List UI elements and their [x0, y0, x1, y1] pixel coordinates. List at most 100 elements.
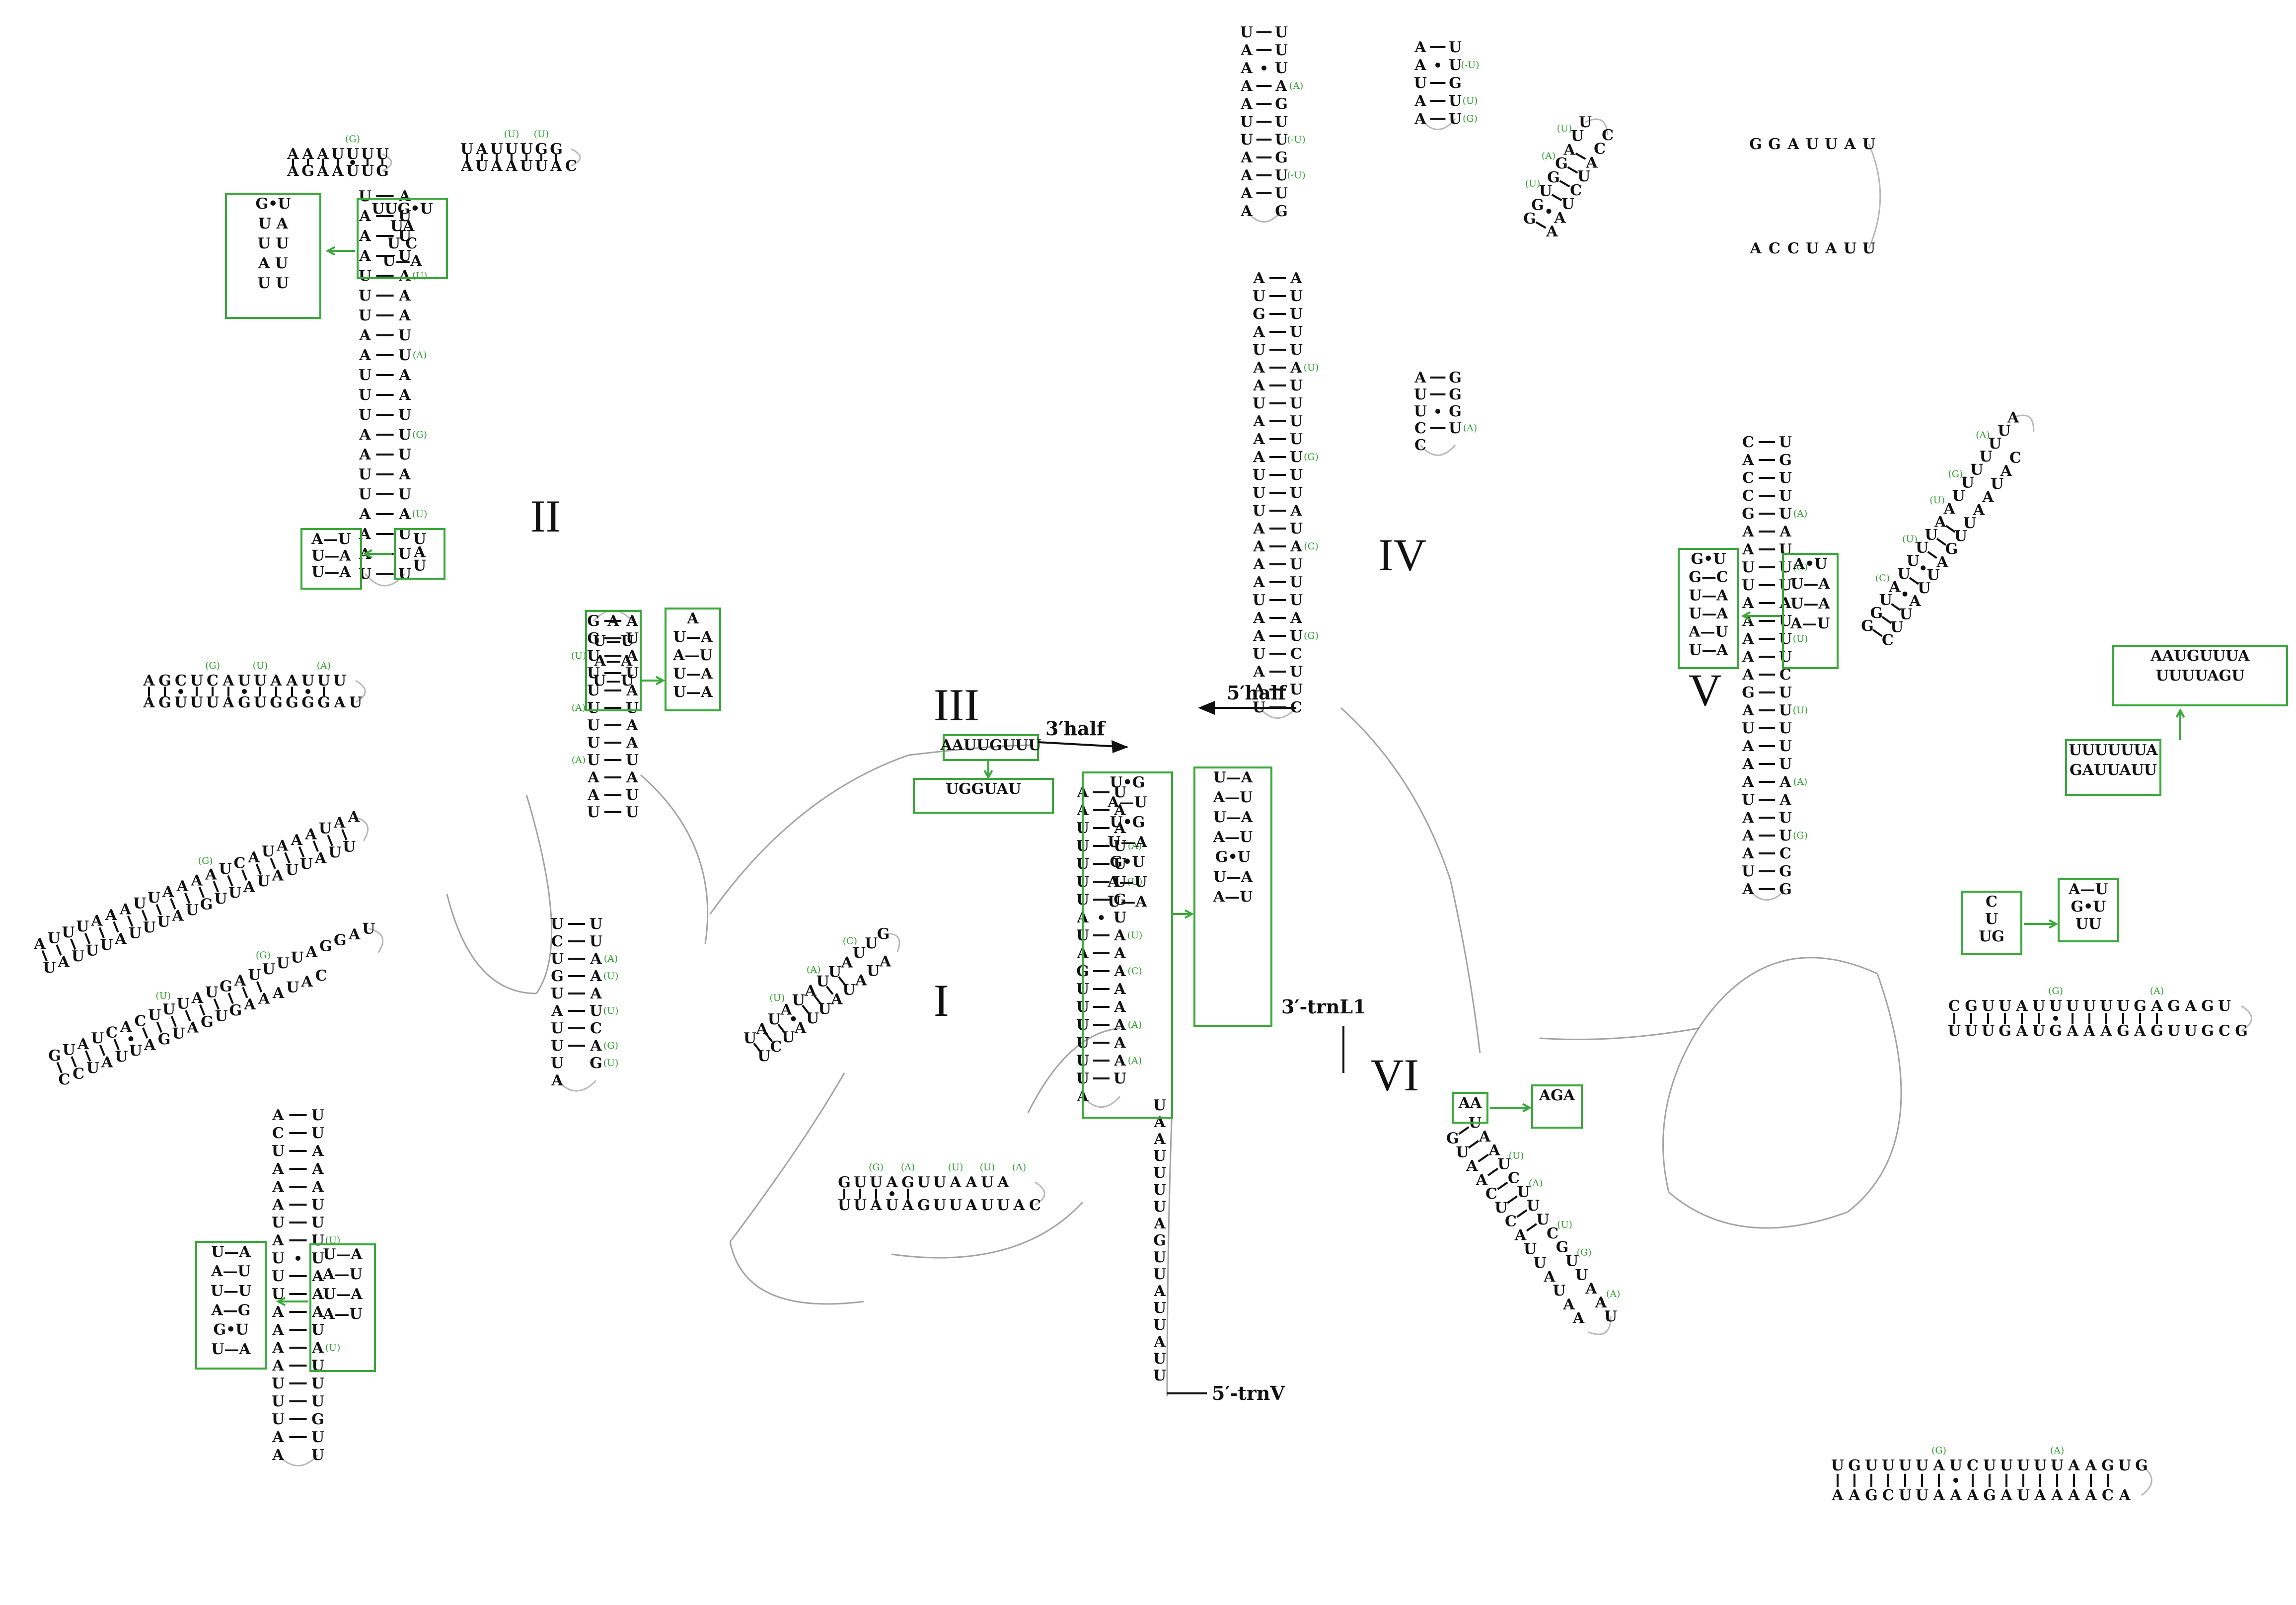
nucleotide: A	[286, 672, 298, 689]
variant-box-sequence: U—A	[1213, 769, 1253, 786]
nucleotide: A	[1153, 1131, 1166, 1148]
nucleotide: G	[1275, 95, 1288, 113]
variant-box-sequence: U—U	[593, 632, 634, 650]
nucleotide: A	[287, 162, 299, 180]
nucleotide: C	[272, 1125, 284, 1142]
nucleotide: C	[1742, 469, 1754, 487]
nucleotide: G	[1556, 1239, 1569, 1256]
nucleotide: A	[115, 930, 127, 948]
nucleotide: A	[780, 1001, 793, 1019]
nucleotide: U	[115, 1048, 128, 1066]
nucleotide: A	[1742, 630, 1754, 648]
nucleotide: U	[257, 873, 270, 890]
nucleotide: U	[768, 1011, 781, 1028]
variant-annotation: (U)	[1793, 633, 1808, 644]
nucleotide: U	[551, 1037, 564, 1055]
nucleotide: A	[1253, 377, 1265, 394]
nucleotide: A	[222, 694, 234, 711]
nucleotide: G	[376, 162, 389, 180]
nucleotide: A	[301, 146, 314, 163]
nucleotide: C	[1547, 1225, 1558, 1242]
variant-annotation: (A)	[1463, 423, 1478, 434]
box-d2-bottom: U—AA—UU—UA—GG•UU—AU—AA—UU—AA—U	[195, 1241, 376, 1372]
nucleotide: U	[311, 1214, 324, 1231]
nucleotide: U	[359, 386, 371, 404]
nucleotide: A	[311, 1160, 324, 1178]
base-pair	[1559, 180, 1570, 188]
nucleotide: A	[2068, 1487, 2080, 1504]
nucleotide: A	[2084, 1457, 2097, 1474]
nucleotide: A	[272, 1232, 284, 1249]
nucleotide: A	[1476, 1171, 1488, 1189]
nucleotide: U	[587, 804, 600, 821]
nucleotide: A	[1949, 1487, 1962, 1504]
base-pair	[185, 1010, 191, 1021]
nucleotide: A	[626, 717, 638, 734]
variant-box-sequence: G•U	[1691, 550, 1726, 568]
nucleotide: G	[2201, 1022, 2214, 1040]
nucleotide: U	[359, 486, 371, 503]
nucleotide: A	[551, 1072, 563, 1089]
nucleotide: U	[2118, 1457, 2131, 1474]
nucleotide: A	[1543, 1268, 1555, 1286]
box-d1: U—AA—UU—AA—UG•UU—AA—UU•GA—UU•GU—AG•UA—UU…	[1082, 766, 1272, 1119]
nucleotide: U	[1998, 422, 2010, 440]
variant-annotation: (-U)	[1287, 170, 1305, 181]
nucleotide: U	[854, 1197, 867, 1214]
variant-box-sequence: U—A	[673, 665, 713, 683]
domain-label-I: I	[934, 975, 949, 1026]
nucleotide: U	[248, 966, 261, 984]
variant-annotation: (U)	[1793, 705, 1808, 716]
variant-annotation: (U)	[571, 650, 587, 661]
nucleotide: U	[311, 1321, 324, 1339]
nucleotide: A	[1253, 681, 1265, 698]
nucleotide: A	[1742, 541, 1754, 558]
nucleotide: C	[1742, 434, 1754, 451]
base-pair	[270, 857, 276, 869]
nucleotide: U	[2184, 1022, 2197, 1040]
nucleotide: A	[2066, 1022, 2078, 1040]
nucleotide: U	[551, 1055, 564, 1072]
nucleotide: A	[2083, 1022, 2095, 1040]
base-pair	[753, 1042, 761, 1052]
nucleotide: G	[2150, 1022, 2163, 1040]
nucleotide: U	[1113, 838, 1126, 855]
variant-annotation: (G)	[1304, 452, 1319, 462]
nucleotide: A	[841, 954, 853, 971]
nucleotide: A	[398, 506, 411, 523]
nucleotide: G	[1113, 891, 1126, 909]
nucleotide: U	[551, 985, 564, 1002]
nucleotide: A	[1290, 502, 1302, 520]
nucleotide: U	[2034, 1457, 2047, 1474]
nucleotide: U	[359, 287, 371, 305]
nucleotide: A	[2051, 1487, 2063, 1504]
nucleotide: G	[229, 1002, 242, 1019]
nucleotide: A	[1240, 203, 1253, 220]
hairpin-loop	[1419, 445, 1456, 456]
variant-box-sequence: U	[1985, 911, 1998, 928]
hairpin-loop	[2141, 1464, 2152, 1496]
nucleotide: U	[1742, 559, 1755, 576]
nucleotide: U	[398, 406, 411, 424]
nucleotide: U	[1517, 1183, 1530, 1201]
base-pair	[284, 852, 291, 864]
nucleotide: U	[133, 895, 146, 913]
variant-box-alternative	[2058, 878, 2119, 942]
nucleotide: A	[1514, 1227, 1527, 1244]
base-pair	[802, 1004, 810, 1014]
nucleotide: U	[1571, 128, 1584, 145]
nucleotide: U	[398, 426, 411, 444]
variant-box-alternative	[1531, 1084, 1583, 1129]
variant-annotation: (G)	[1793, 830, 1808, 841]
nucleotide: U	[311, 1375, 324, 1392]
variant-annotation: (G)	[603, 1040, 618, 1051]
nucleotide: U	[854, 1174, 867, 1191]
nucleotide: U	[1916, 1487, 1928, 1504]
nucleotide: U	[254, 672, 267, 689]
nucleotide: G	[587, 630, 600, 647]
nucleotide: A	[243, 879, 255, 896]
variant-annotation: (U)	[1463, 95, 1478, 106]
